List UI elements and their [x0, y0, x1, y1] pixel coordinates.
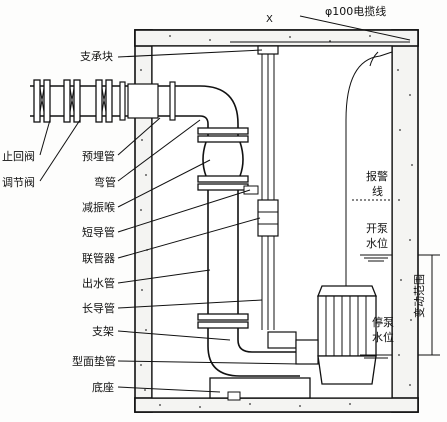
guide-rails: X	[243, 14, 279, 330]
leader-lines	[39, 49, 301, 393]
bottom-elbow-base	[207, 328, 311, 401]
label-shock-absorber: 减振喉	[82, 200, 115, 214]
label-range: 变动范围	[412, 274, 426, 318]
embedded-pipe	[127, 83, 159, 119]
label-pipe-base: 型面垫管	[72, 354, 116, 368]
label-regulating-valve: 调节阀	[2, 175, 35, 189]
label-base: 底座	[92, 380, 114, 394]
label-short-guide: 短导管	[82, 225, 115, 239]
label-alarm-line-2: 线	[372, 184, 383, 198]
label-start-level-2: 水位	[366, 236, 388, 250]
water-levels	[352, 199, 440, 359]
label-bracket: 支架	[92, 325, 114, 338]
coupler	[257, 199, 279, 237]
discharge-pipe-horizontal	[30, 79, 200, 123]
label-coupler: 联管器	[82, 251, 115, 265]
cable-line	[230, 15, 411, 43]
label-embedded-pipe: 预埋管	[82, 149, 115, 163]
label-alarm-line-1: 报警	[366, 169, 388, 183]
svg-text:X: X	[266, 14, 273, 25]
regulating-valve-flange	[63, 79, 71, 123]
elbow-pipe	[197, 85, 249, 136]
shock-absorber	[197, 135, 249, 191]
label-start-level-1: 开泵	[366, 222, 388, 235]
label-outlet-pipe: 出水管	[82, 276, 115, 290]
submersible-pump	[295, 51, 393, 385]
label-support-block: 支承块	[80, 50, 113, 63]
label-cable: φ100电揽线	[325, 4, 386, 18]
check-valve-flange	[33, 79, 41, 123]
label-check-valve: 止回阀	[2, 149, 35, 163]
outlet-pipe-vertical	[197, 190, 249, 329]
label-long-guide: 长导管	[82, 301, 115, 315]
label-stop-level-1: 停泵	[372, 315, 394, 329]
label-stop-level-2: 水位	[372, 330, 394, 344]
label-elbow: 弯管	[94, 175, 116, 189]
